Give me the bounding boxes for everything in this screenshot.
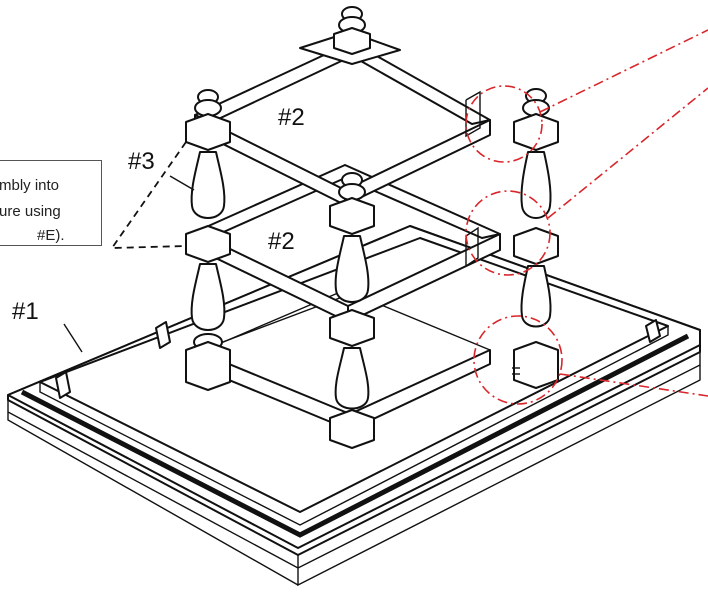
- leg-left: [185, 89, 231, 391]
- leg-front: [329, 172, 375, 449]
- detail-circle-bottom: [473, 315, 708, 405]
- callout-legs: #3: [128, 148, 155, 175]
- base-leader-line: [63, 323, 83, 353]
- middle-frame: [194, 164, 501, 323]
- callout-base: #1: [12, 298, 39, 325]
- instruction-note: mbly into ure using #E).: [0, 160, 102, 246]
- detail-circle-top: [465, 29, 708, 163]
- callout-upper-frame: #2: [278, 104, 305, 131]
- leg-right: [512, 88, 559, 389]
- note-line-1: mbly into: [0, 177, 60, 194]
- detail-circle-middle: [465, 87, 708, 276]
- callout-lower-frame: #2: [268, 228, 295, 255]
- leg-back: [333, 6, 371, 55]
- note-line-2: ure using: [0, 203, 61, 220]
- legs-leader-line: [169, 175, 195, 191]
- note-line-3: #E).: [37, 227, 65, 244]
